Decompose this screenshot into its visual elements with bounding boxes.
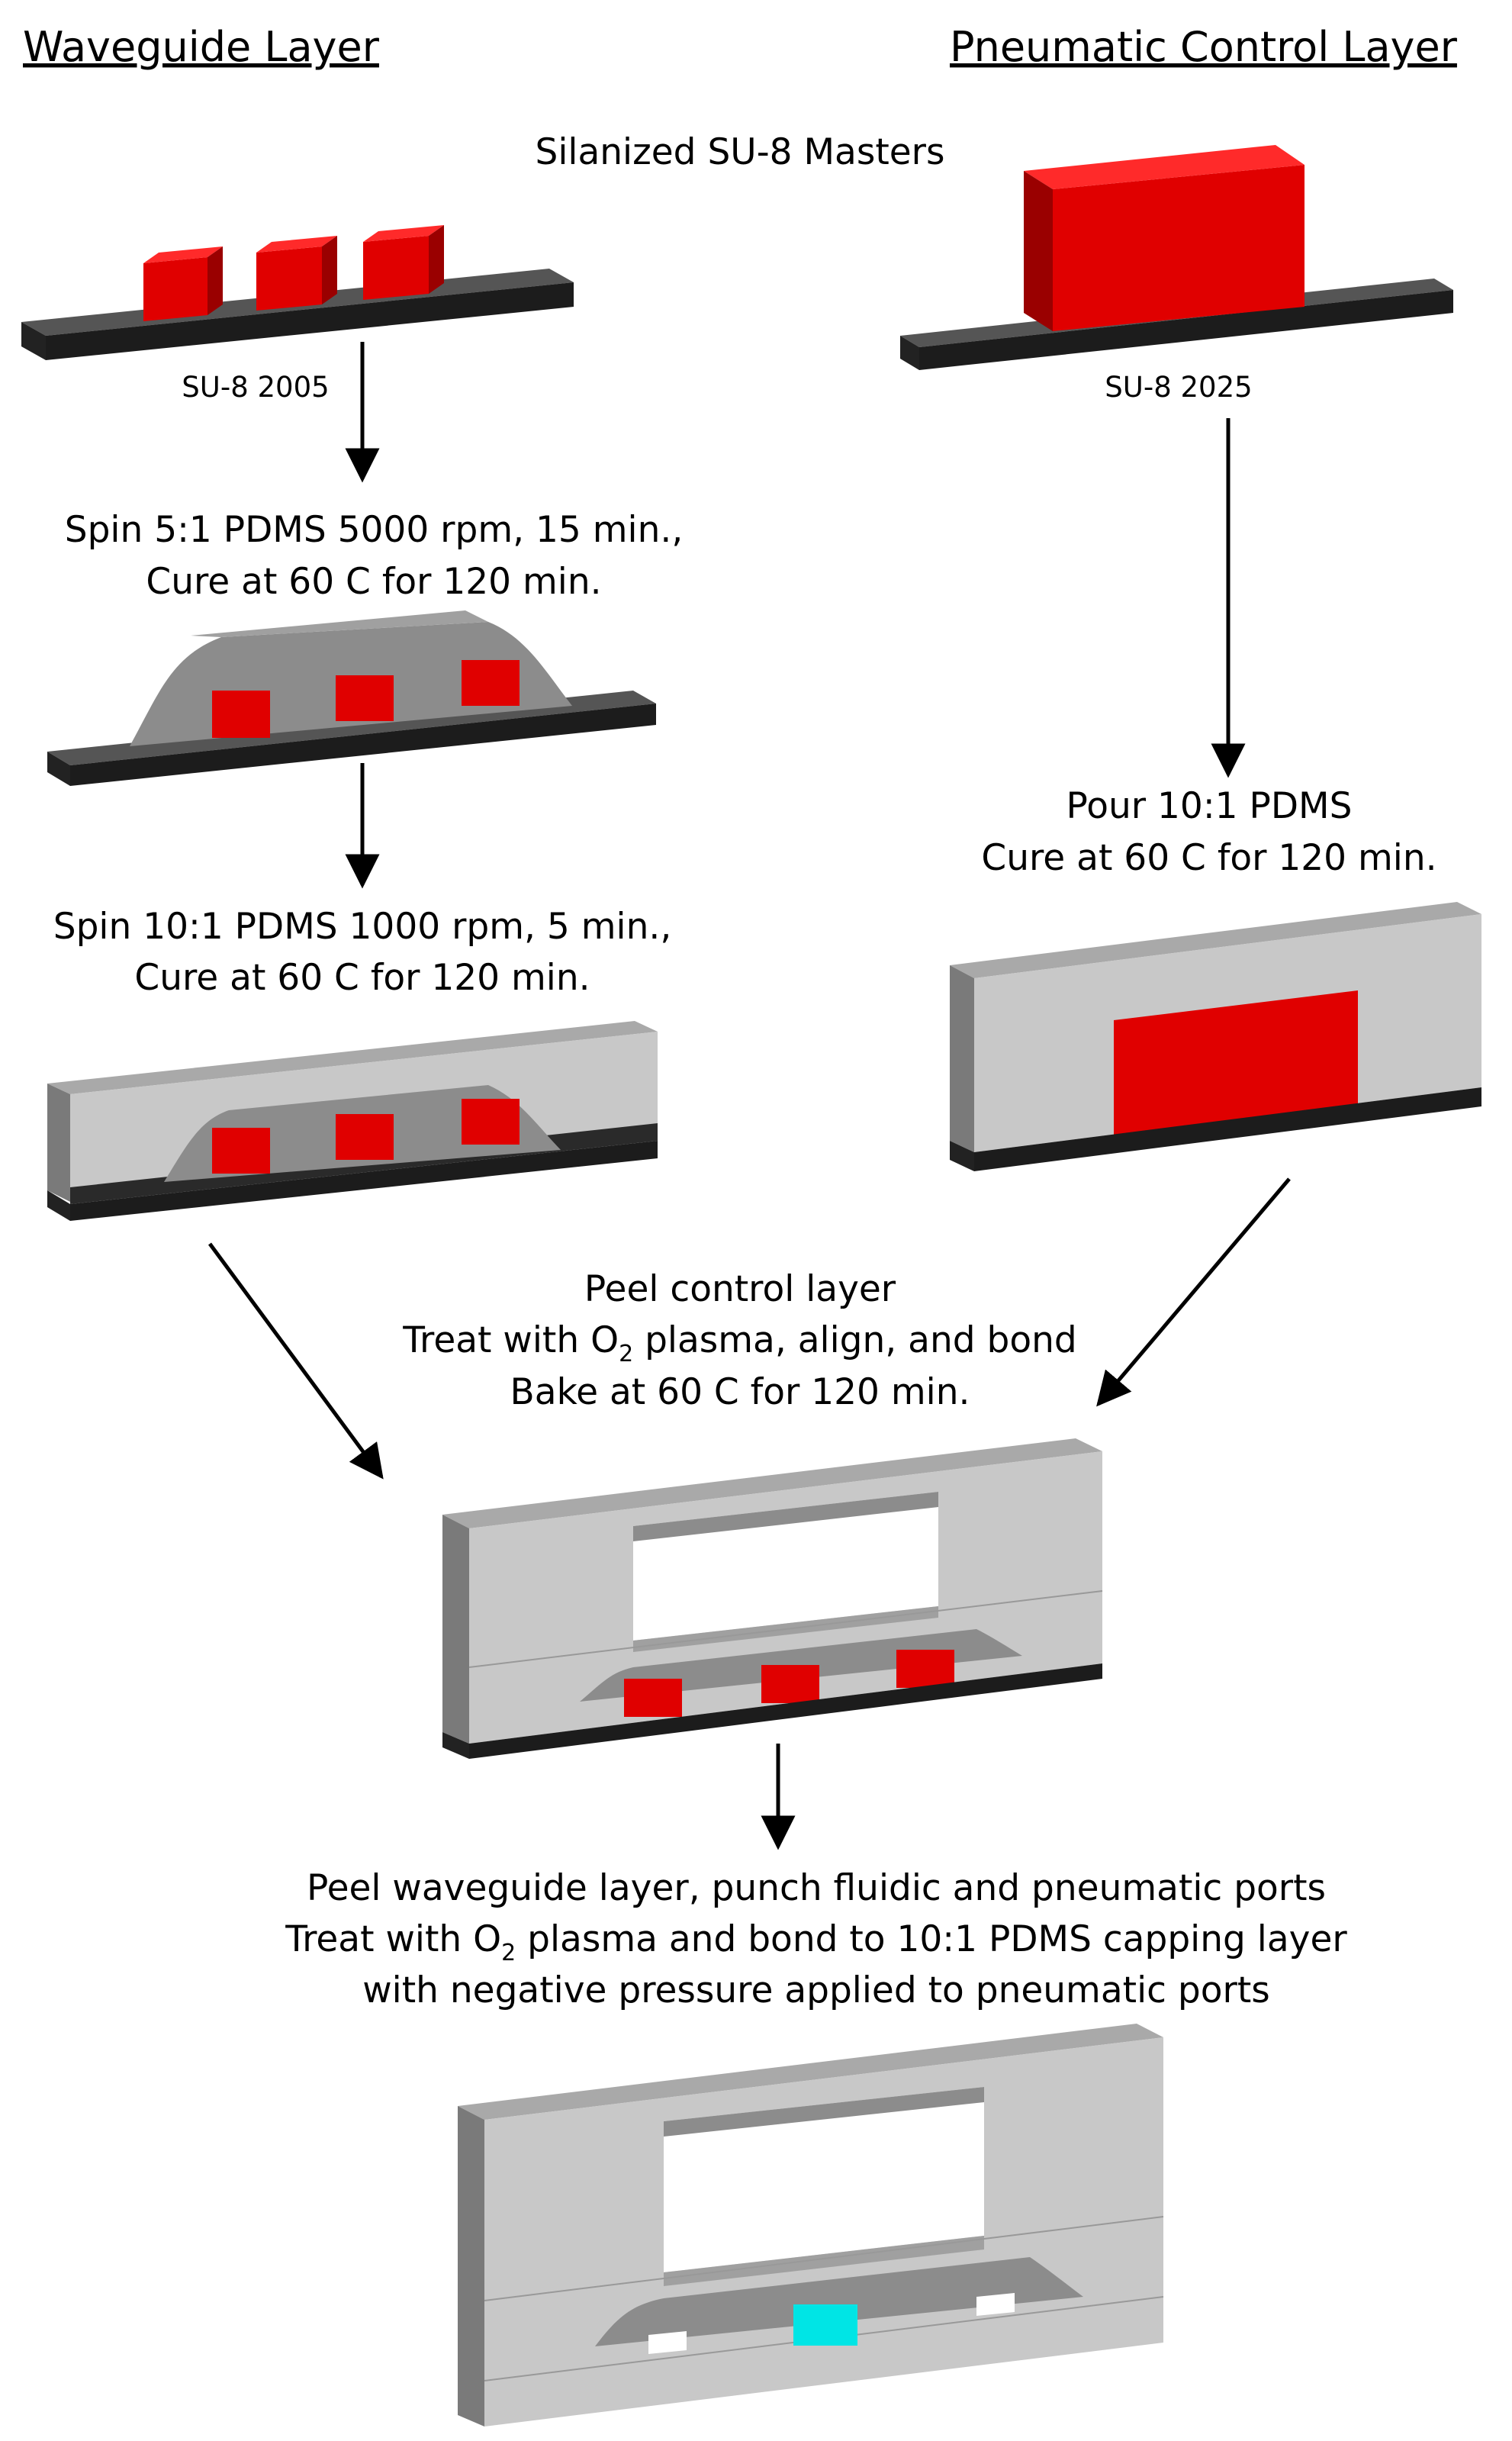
arrow-diagonal-left xyxy=(1096,1177,1291,1407)
spin2-line1: Spin 10:1 PDMS 1000 rpm, 5 min., xyxy=(53,906,672,948)
final-line3: with negative pressure applied to pneuma… xyxy=(362,1969,1270,2011)
bond-line1: Peel control layer xyxy=(584,1268,896,1310)
waveguide-layer-header: Waveguide Layer xyxy=(23,23,380,71)
su8-feature xyxy=(143,257,207,321)
spin1-line1: Spin 5:1 PDMS 5000 rpm, 15 min., xyxy=(65,509,684,551)
su8-feature xyxy=(896,1650,954,1688)
pneumatic-layer-header: Pneumatic Control Layer xyxy=(950,23,1458,71)
pneumatic-master xyxy=(900,145,1453,370)
su8-2005-label: SU-8 2005 xyxy=(182,371,329,404)
su8-2025-label: SU-8 2025 xyxy=(1105,371,1252,404)
masters-title: Silanized SU-8 Masters xyxy=(536,131,945,173)
su8-feature xyxy=(462,660,520,706)
cyan-waveguide-core xyxy=(793,2304,857,2346)
bond-line2: Treat with O2 plasma, align, and bond xyxy=(402,1319,1077,1367)
final-line1: Peel waveguide layer, punch fluidic and … xyxy=(307,1867,1326,1909)
su8-feature xyxy=(462,1099,520,1145)
spin2-line2: Cure at 60 C for 120 min. xyxy=(134,957,590,999)
bond-line3: Bake at 60 C for 120 min. xyxy=(510,1371,970,1413)
final-device xyxy=(458,2024,1164,2427)
su8-feature xyxy=(761,1665,819,1703)
su8-feature xyxy=(1053,165,1305,331)
pour-line2: Cure at 60 C for 120 min. xyxy=(981,837,1436,879)
poured-pdms-block xyxy=(950,902,1481,1171)
su8-feature xyxy=(256,246,322,311)
spin1-line2: Cure at 60 C for 120 min. xyxy=(146,561,601,603)
su8-feature xyxy=(336,1114,394,1160)
su8-feature xyxy=(1114,990,1358,1141)
spin-coated-thin-pdms xyxy=(47,610,656,786)
final-line2: Treat with O2 plasma and bond to 10:1 PD… xyxy=(285,1918,1347,1966)
pour-line1: Pour 10:1 PDMS xyxy=(1066,785,1353,827)
su8-feature xyxy=(336,675,394,721)
su8-feature xyxy=(212,691,270,738)
arrow-diagonal-right xyxy=(207,1242,384,1480)
waveguide-master xyxy=(21,225,574,360)
su8-feature xyxy=(624,1679,682,1717)
spin-coated-thick-pdms xyxy=(47,1021,658,1221)
bonded-device xyxy=(442,1438,1103,1759)
su8-feature xyxy=(363,236,429,300)
su8-feature xyxy=(212,1128,270,1174)
